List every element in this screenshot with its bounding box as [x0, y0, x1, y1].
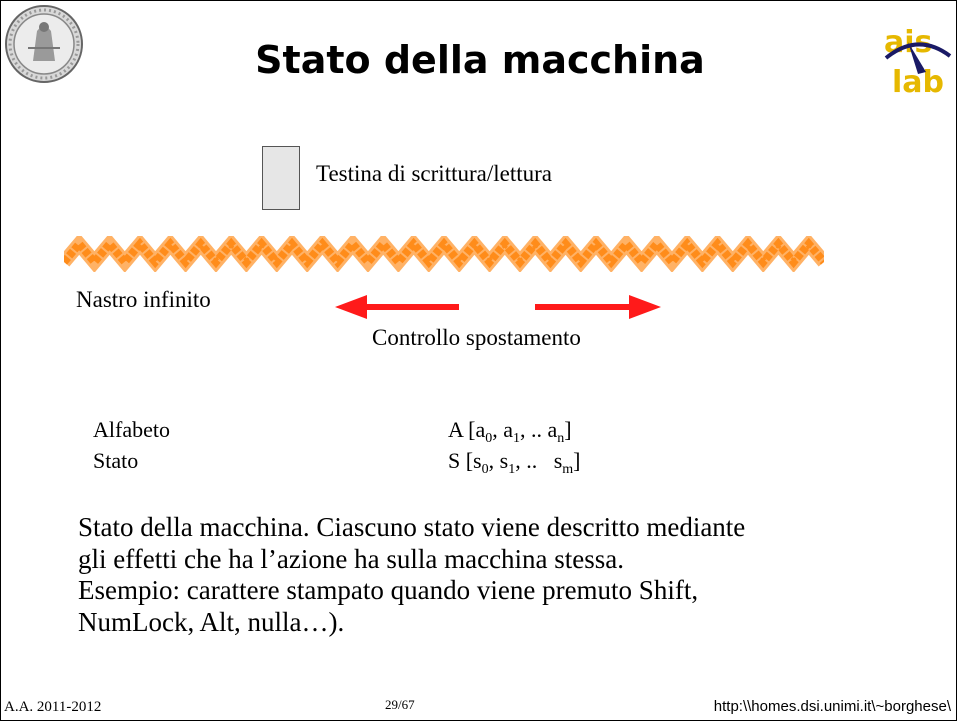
alphabet-value: A [a0, a1, .. an]	[448, 417, 572, 446]
right-arrow-icon	[535, 295, 661, 319]
tape-wave	[64, 237, 824, 269]
paragraph-line: NumLock, Alt, nulla…).	[78, 606, 345, 637]
read-write-head	[262, 146, 300, 210]
alphabet-label: Alfabeto	[93, 417, 170, 442]
movement-label: Controllo spostamento	[372, 325, 581, 350]
slide-title: Stato della macchina	[255, 38, 705, 82]
footer-page-number: 29/67	[385, 697, 415, 712]
university-seal-icon	[5, 5, 83, 83]
ais-lab-logo-icon: ais lab	[880, 14, 952, 102]
state-label: Stato	[93, 448, 139, 473]
description-paragraph: Stato della macchina. Ciascuno stato vie…	[78, 512, 908, 638]
infinite-tape	[64, 236, 824, 272]
head-label: Testina di scrittura/lettura	[316, 161, 552, 186]
paragraph-line: Stato della macchina. Ciascuno stato vie…	[78, 512, 746, 542]
state-value: S [s0, s1, .. sm]	[448, 448, 581, 477]
tape-label: Nastro infinito	[76, 287, 211, 312]
paragraph-line: Esempio: carattere stampato quando viene…	[78, 575, 699, 605]
footer-url: http:\\homes.dsi.unimi.it\~borghese\	[713, 698, 951, 715]
movement-arrows	[335, 295, 661, 319]
footer-course: A.A. 2011-2012	[4, 699, 102, 715]
left-arrow-icon	[335, 295, 459, 319]
paragraph-line: gli effetti che ha l’azione ha sulla mac…	[78, 543, 625, 574]
